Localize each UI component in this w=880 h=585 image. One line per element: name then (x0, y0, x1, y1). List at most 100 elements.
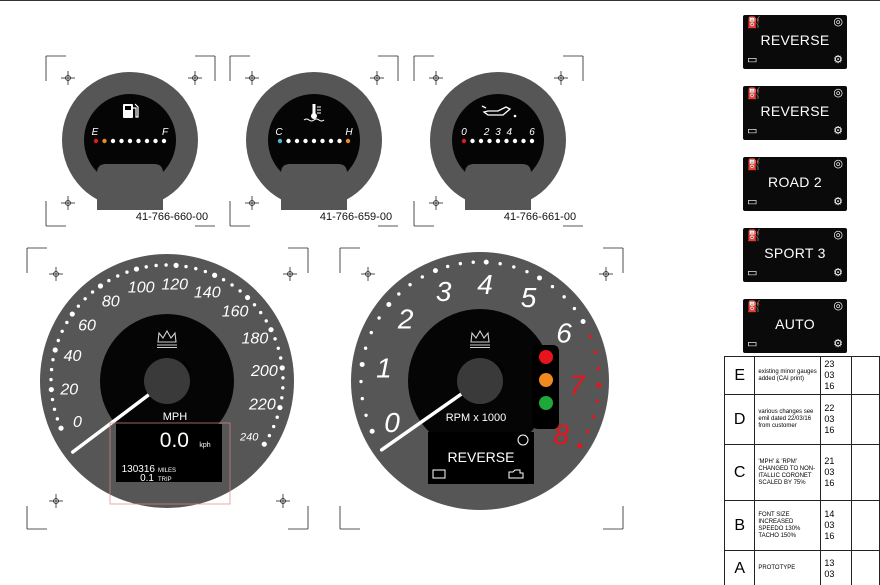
speedo-tick (154, 263, 158, 268)
speedo-unit-label: MPH (163, 411, 188, 423)
gauge-dot (328, 138, 334, 144)
battery-icon: ▭ (747, 196, 758, 208)
gauge-dot (93, 138, 99, 144)
speedo-tick-label: 40 (64, 348, 82, 365)
gear-warning-icon: ◎ (833, 158, 843, 170)
speedo-tick (52, 407, 57, 412)
odometer-lcd (116, 424, 222, 482)
mode-label: SPORT 3 (764, 245, 826, 261)
speedo-tick (273, 337, 277, 341)
gauge-dot (470, 138, 475, 144)
tacho-tick (471, 260, 475, 264)
speedo-tick (49, 377, 53, 382)
gauge-dot (102, 138, 107, 144)
tacho-tick (550, 284, 555, 289)
registration-cross (49, 267, 63, 281)
tacho-lcd-mode: REVERSE (448, 449, 515, 465)
tacho-tick (588, 334, 593, 339)
revision-date: 21 03 16 (820, 444, 852, 501)
speedo-tick (194, 266, 198, 271)
coolant-temp-icon (303, 104, 325, 122)
battery-icon: ▭ (747, 54, 758, 66)
tacho-tick-label: 4 (477, 269, 493, 300)
tacho-tick-label: 5 (521, 282, 537, 313)
speedo-tick (76, 304, 81, 308)
speedo-tick (281, 386, 285, 390)
tacho-lcd (428, 432, 534, 484)
registration-cross (245, 196, 259, 210)
tacho-tick (359, 379, 363, 384)
speedo-tick (244, 294, 251, 301)
tacho-tick (369, 330, 373, 335)
revision-approval (850, 356, 880, 395)
speedo-tick (65, 320, 69, 325)
registration-cross (49, 494, 63, 508)
gauge-dot (337, 138, 342, 144)
gauge-dot (161, 138, 167, 144)
fuel-pump-icon (123, 103, 139, 118)
gear-warning-icon: ◎ (833, 16, 843, 28)
registration-cross (188, 71, 202, 85)
gear-warning-icon: ◎ (833, 300, 843, 312)
revision-approval (850, 444, 880, 501)
gauge-dot (461, 138, 467, 144)
scale-label-right: H (345, 127, 353, 138)
gauge-dot (487, 138, 492, 144)
speedo-tick-label: 160 (222, 304, 249, 321)
tacho-tick (525, 269, 529, 274)
revision-letter: E (723, 356, 756, 395)
gauge-dot (303, 138, 308, 144)
tacho-tick-label: 2 (397, 304, 414, 335)
scale-label-left: E (92, 127, 99, 138)
lcd-odometer-unit: MILES (158, 468, 176, 474)
revision-date: 22 03 16 (820, 394, 852, 445)
registration-cross (429, 71, 443, 85)
speedo-tick-label: 20 (59, 381, 78, 398)
speedo-tick-label: 100 (128, 279, 155, 296)
part-number: 41-766-660-00 (136, 211, 208, 223)
engine-icon: ⚙ (833, 196, 843, 208)
registration-cross (61, 196, 75, 210)
speedo-tick (221, 278, 226, 282)
tacho-major-tick (537, 275, 542, 281)
needle-hub (457, 358, 503, 404)
registration-cross (599, 267, 613, 281)
registration-cross (276, 494, 290, 508)
gauge-dot (277, 138, 283, 144)
tacho-major-tick (483, 259, 489, 265)
tacho-tick (363, 346, 368, 350)
lcd-speed-unit: kph (199, 442, 210, 449)
oil-can-icon: ⛽ (747, 230, 761, 242)
mode-display-panel: SPORT 3⛽◎▭⚙ (743, 228, 847, 282)
gear-warning-icon: ◎ (833, 229, 843, 241)
part-number: 41-766-661-00 (504, 211, 576, 223)
gauge-dot (119, 138, 124, 144)
scale-label-right: F (162, 127, 169, 138)
speedo-tick-label: 240 (239, 431, 259, 443)
tacho-tick (420, 275, 425, 279)
tacho-tick (397, 292, 401, 296)
scale-label: 4 (507, 127, 513, 138)
shift-light (539, 373, 553, 387)
scale-label: 2 (483, 127, 490, 138)
mode-display-panel: ROAD 2⛽◎▭⚙ (743, 157, 847, 211)
revision-description: 'MPH' & 'RPM' CHANGED TO NON-ITALLIC COR… (754, 444, 822, 501)
revision-letter: C (723, 444, 756, 501)
engine-icon: ⚙ (833, 338, 843, 350)
speedo-tick (60, 329, 64, 333)
crop-marks (26, 55, 624, 530)
revision-approval (850, 550, 880, 585)
oil-can-icon: ⛽ (747, 301, 761, 313)
speedo-tick-label: 140 (194, 285, 221, 302)
speedo-tick (50, 397, 55, 402)
needle-hub (144, 358, 190, 404)
registration-cross (370, 71, 384, 85)
revision-letter: B (723, 500, 756, 551)
tacho-major-tick (596, 382, 602, 388)
scale-label: 3 (495, 127, 501, 138)
